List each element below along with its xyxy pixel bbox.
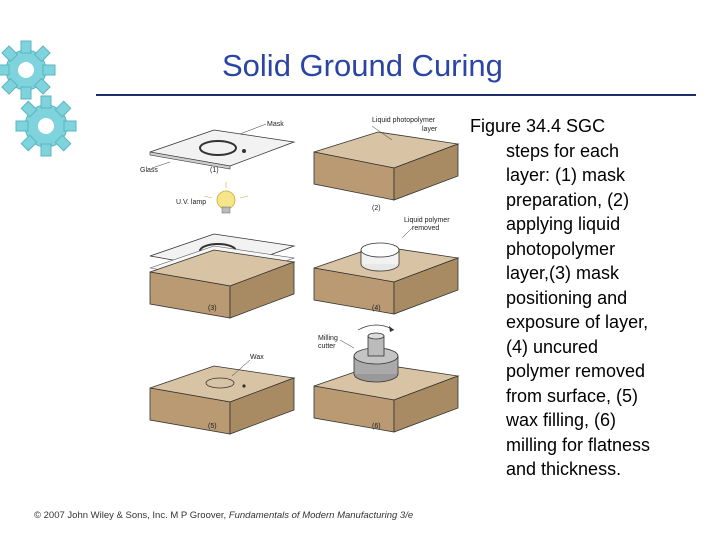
page-title: Solid Ground Curing (222, 48, 503, 83)
title-divider (96, 94, 696, 96)
caption-line: preparation, (2) (506, 189, 630, 210)
gear-icon (15, 95, 77, 157)
uv-lamp-icon (203, 182, 249, 214)
label-step6: (6) (372, 423, 381, 430)
label-glass: Glass (140, 167, 158, 174)
label-step1: (1) (210, 167, 219, 174)
caption-line: from surface, (5) (506, 385, 639, 406)
step2-liquid-layer (313, 125, 460, 201)
label-step4: (4) (372, 305, 381, 312)
label-step2: (2) (372, 205, 381, 212)
label-milling-cutter-1: Milling (318, 335, 338, 342)
step5-wax-filling (149, 359, 296, 435)
step4-polymer-removed (313, 225, 460, 315)
gear-icon (0, 40, 56, 100)
label-uv-lamp: U.V. lamp (176, 199, 206, 206)
label-wax: Wax (250, 354, 264, 361)
footer-copyright: © 2007 John Wiley & Sons, Inc. M P Groov… (34, 510, 229, 521)
caption-line: applying liquid (506, 214, 621, 234)
step3-mask-exposure (149, 233, 296, 319)
footer-book-title: Fundamentals of Modern Manufacturing 3/e (228, 510, 414, 521)
caption-line: milling for flatness (506, 434, 651, 455)
caption-line: (4) uncured (506, 336, 599, 357)
caption-line: and thickness. (506, 459, 622, 479)
step6-milling (313, 324, 460, 433)
caption-line: Figure 34.4 SGC (470, 116, 606, 136)
label-step3: (3) (208, 305, 217, 312)
caption-line: photopolymer (506, 238, 616, 259)
label-liquid-polymer-removed-1: Liquid polymer (404, 217, 450, 224)
label-mask: Mask (267, 121, 284, 128)
label-liquid-photopolymer-1: Liquid photopolymer (372, 117, 436, 124)
caption-line: layer: (1) mask (506, 165, 626, 185)
label-liquid-photopolymer-2: layer (422, 126, 438, 133)
label-step5: (5) (208, 423, 217, 430)
label-milling-cutter-2: cutter (318, 343, 336, 350)
caption-line: layer,(3) mask (506, 263, 620, 283)
caption-line: exposure of layer, (506, 312, 649, 332)
caption-line: steps for each (506, 140, 620, 161)
copyright-footer: © 2007 John Wiley & Sons, Inc. M P Groov… (34, 510, 413, 521)
figure-caption: Figure 34.4 SGC steps for each layer: (1… (470, 114, 710, 482)
step1-mask-glass (149, 123, 296, 170)
label-liquid-polymer-removed-2: removed (412, 225, 439, 232)
gears-decoration (0, 40, 77, 157)
sgc-steps-figure: Mask Glass (1) U.V. lamp (3) Wax (5) (140, 117, 460, 435)
caption-line: polymer removed (506, 361, 646, 381)
caption-line: positioning and (506, 287, 628, 308)
caption-line: wax filling, (6) (506, 410, 617, 430)
